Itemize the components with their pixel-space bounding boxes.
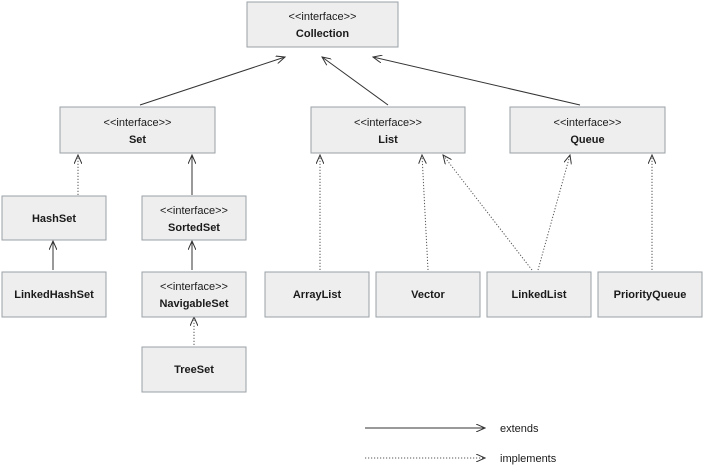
edge-queue-to-collection xyxy=(373,57,581,106)
node-stereotype: <<interface>> xyxy=(354,117,422,129)
node-arraylist: ArrayList xyxy=(264,271,370,318)
node-linkedlist: LinkedList xyxy=(486,271,592,318)
node-title: Set xyxy=(129,134,146,146)
node-title: Queue xyxy=(570,134,604,146)
node-stereotype: <<interface>> xyxy=(160,281,228,293)
edge-list-to-collection xyxy=(322,57,389,106)
node-stereotype: <<interface>> xyxy=(554,117,622,129)
node-title: LinkedList xyxy=(511,289,566,301)
node-hashset: HashSet xyxy=(1,195,107,241)
node-title: NavigableSet xyxy=(159,298,228,310)
node-title: LinkedHashSet xyxy=(14,289,94,301)
node-set: <<interface>> Set xyxy=(59,106,216,154)
legend-implements-label: implements xyxy=(500,453,557,465)
edge-set-to-collection xyxy=(139,57,285,106)
node-navigableset: <<interface>> NavigableSet xyxy=(141,271,247,318)
node-title: SortedSet xyxy=(168,222,220,234)
legend-extends-label: extends xyxy=(500,423,539,435)
node-title: ArrayList xyxy=(293,289,342,301)
node-title: List xyxy=(378,134,398,146)
node-queue: <<interface>> Queue xyxy=(509,106,666,154)
edge-vector-to-list xyxy=(422,155,429,271)
node-vector: Vector xyxy=(375,271,481,318)
node-title: Collection xyxy=(296,28,349,40)
legend: extends implements xyxy=(365,423,557,465)
node-title: PriorityQueue xyxy=(614,289,687,301)
node-linkedhashset: LinkedHashSet xyxy=(1,271,107,318)
node-title: Vector xyxy=(411,289,445,301)
node-stereotype: <<interface>> xyxy=(160,205,228,217)
node-collection: <<interface>> Collection xyxy=(246,1,399,48)
node-priorityqueue: PriorityQueue xyxy=(597,271,703,318)
node-stereotype: <<interface>> xyxy=(104,117,172,129)
node-sortedset: <<interface>> SortedSet xyxy=(141,195,247,241)
node-treeset: TreeSet xyxy=(141,346,247,393)
edge-linkedlist-to-list xyxy=(443,155,533,271)
node-list: <<interface>> List xyxy=(310,106,466,154)
edge-layer xyxy=(53,57,652,345)
node-title: TreeSet xyxy=(174,364,214,376)
edge-linkedlist-to-queue xyxy=(537,155,570,271)
node-title: HashSet xyxy=(32,213,76,225)
node-stereotype: <<interface>> xyxy=(289,11,357,23)
